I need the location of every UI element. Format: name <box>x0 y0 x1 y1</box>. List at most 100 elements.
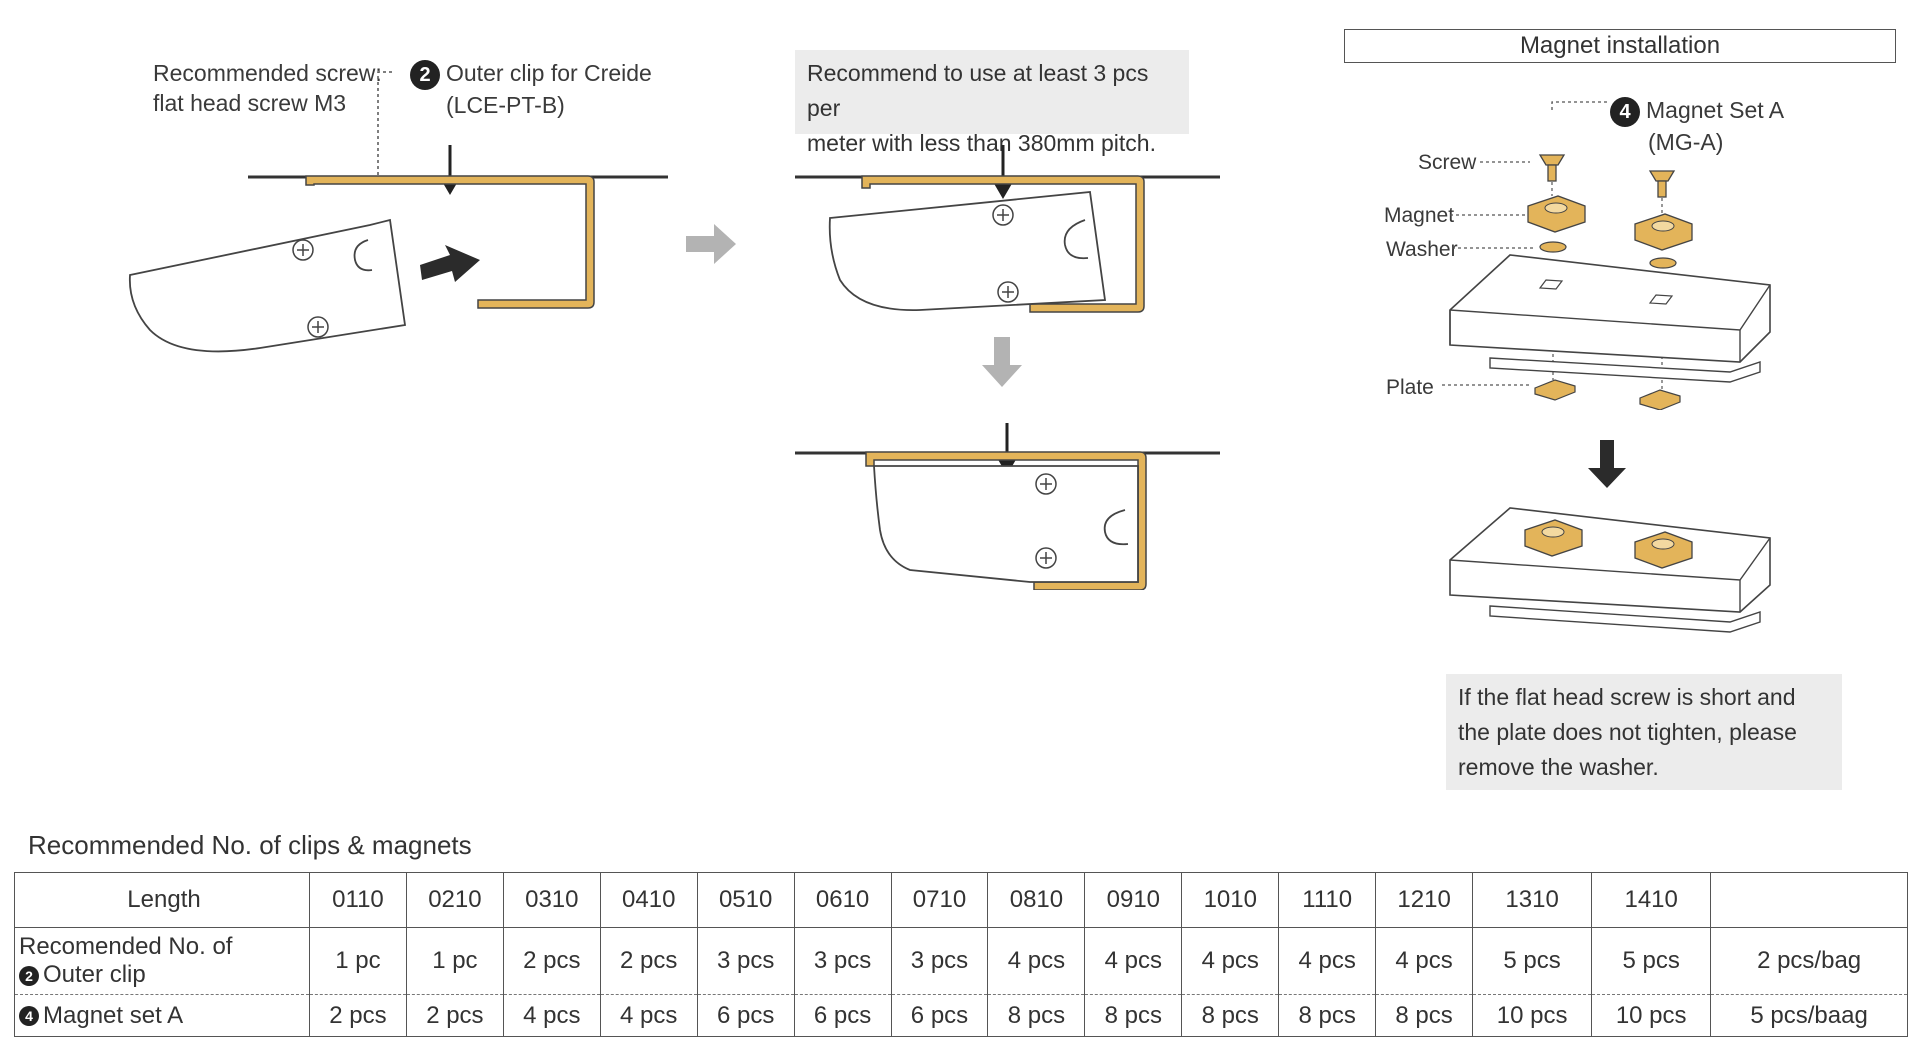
magnet-set-count-cell: 10 pcs <box>1472 994 1593 1037</box>
outer-clip-count-cell: 1 pc <box>309 927 407 995</box>
magnet-set-count-cell: 4 pcs <box>502 994 601 1037</box>
magnet-set-count-cell: 6 pcs <box>890 994 989 1037</box>
length-cell: 1010 <box>1181 872 1280 928</box>
length-cell: 1110 <box>1278 872 1377 928</box>
clip-installed-diagram <box>795 423 1220 590</box>
outer-clip-bracket <box>305 175 595 309</box>
part-number-badge: 2 <box>19 965 39 986</box>
length-cell: 0610 <box>793 872 892 928</box>
part-label-magnet: Magnet <box>1384 204 1455 227</box>
washer-note-line2: the plate does not tighten, please <box>1458 719 1797 745</box>
screw-icon <box>997 423 1017 475</box>
length-cell: 0710 <box>890 872 989 928</box>
plate-icon <box>1534 379 1576 401</box>
magnet-set-count-cell: 8 pcs <box>987 994 1086 1037</box>
magnet-set-count-cell: 5 pcs/baag <box>1710 994 1908 1037</box>
outer-clip-count-cell: 4 pcs <box>1278 927 1377 995</box>
length-cell: 0310 <box>502 872 601 928</box>
part-label-washer: Washer <box>1386 238 1458 261</box>
washer-icon <box>1649 257 1677 269</box>
fixture-profile <box>828 191 1107 311</box>
flat-head-screw-icon <box>1648 170 1676 198</box>
length-cell: 0210 <box>405 872 504 928</box>
outer-clip-count-cell: 3 pcs <box>696 927 795 995</box>
magnet-set-count-cell: 8 pcs <box>1278 994 1377 1037</box>
clip-tilted-diagram <box>795 145 1220 313</box>
magnet-set-line2: (MG-A) <box>1648 128 1724 155</box>
screw-label-line1: Recommended screw: <box>153 60 382 86</box>
clip-label-line2: (LCE-PT-B) <box>446 91 565 118</box>
plate-icon <box>1639 389 1681 410</box>
magnet-set-count-cell: 8 pcs <box>1181 994 1280 1037</box>
screw-icon <box>993 145 1013 199</box>
magnet-block-icon <box>1524 519 1583 557</box>
pitch-recommendation-note: Recommend to use at least 3 pcs per mete… <box>795 50 1189 156</box>
washer-removal-note: If the flat head screw is short and the … <box>1446 674 1842 790</box>
length-cell <box>1710 872 1908 928</box>
table-title: Recommended No. of clips & magnets <box>28 830 472 860</box>
magnet-installed-diagram <box>1449 507 1771 633</box>
length-cell: 0810 <box>987 872 1086 928</box>
outer-clip-count-cell: 5 pcs <box>1591 927 1712 995</box>
pitch-note-line1: Recommend to use at least 3 pcs per <box>807 60 1149 121</box>
outer-clip-count-cell: 4 pcs <box>1181 927 1280 995</box>
screw-label-line2: flat head screw M3 <box>153 90 347 116</box>
next-step-arrow <box>686 224 736 264</box>
part-label-plate: Plate <box>1386 376 1434 399</box>
washer-icon <box>1539 241 1567 253</box>
row-label-line1: Recomended No. of <box>19 933 233 960</box>
washer-note-line1: If the flat head screw is short and <box>1458 684 1796 710</box>
length-cell: 0510 <box>696 872 795 928</box>
fixture-profile <box>128 218 407 353</box>
magnet-block-icon <box>1634 531 1693 569</box>
insert-direction-arrow <box>420 245 480 282</box>
magnet-set-line1: Magnet Set A <box>1646 97 1785 123</box>
next-step-arrow-down <box>982 337 1022 387</box>
screw-recommendation-label: Recommended screw: flat head screw M3 <box>153 58 382 118</box>
clip-label-line1: Outer clip for Creide <box>446 60 652 86</box>
magnet-exploded-diagram <box>1442 101 1771 410</box>
length-cell: 1410 <box>1591 872 1712 928</box>
part-number-badge: 4 <box>19 1006 39 1027</box>
header-length-label: Length <box>14 872 310 928</box>
outer-clip-count-cell: 4 pcs <box>1375 927 1474 995</box>
row-label-magnet: Magnet set A <box>43 1001 184 1029</box>
length-cell: 1210 <box>1375 872 1474 928</box>
clip-insertion-diagram <box>128 71 668 353</box>
magnet-set-count-cell: 4 pcs <box>599 994 698 1037</box>
magnet-set-count-cell: 8 pcs <box>1084 994 1183 1037</box>
magnet-set-count-cell: 6 pcs <box>793 994 892 1037</box>
outer-clip-count-cell: 4 pcs <box>987 927 1086 995</box>
magnet-block-icon <box>1527 195 1586 233</box>
outer-clip-count-cell: 2 pcs <box>502 927 601 995</box>
outer-clip-count-cell: 4 pcs <box>1084 927 1183 995</box>
magnet-step-arrow-down <box>1588 440 1626 488</box>
outer-clip-count-cell: 1 pc <box>405 927 504 995</box>
part-number-badge: 4 <box>1610 96 1640 127</box>
screw-icon <box>440 145 460 195</box>
length-cell: 1310 <box>1472 872 1593 928</box>
mounting-channel <box>1449 254 1771 383</box>
magnet-set-count-cell: 8 pcs <box>1375 994 1474 1037</box>
part-label-screw: Screw <box>1418 151 1477 174</box>
pitch-note-line2: meter with less than 380mm pitch. <box>807 130 1156 156</box>
magnet-installation-title: Magnet installation <box>1344 29 1896 63</box>
length-cell: 0410 <box>599 872 698 928</box>
length-cell: 0110 <box>309 872 407 928</box>
outer-clip-count-cell: 3 pcs <box>890 927 989 995</box>
leader-line <box>377 71 392 178</box>
magnet-block-icon <box>1634 213 1693 251</box>
outer-clip-count-cell: 5 pcs <box>1472 927 1593 995</box>
flat-head-screw-icon <box>1538 154 1566 182</box>
magnet-set-count-cell: 2 pcs <box>309 994 407 1037</box>
magnet-set-count-cell: 10 pcs <box>1591 994 1712 1037</box>
fixture-profile <box>873 465 1139 583</box>
